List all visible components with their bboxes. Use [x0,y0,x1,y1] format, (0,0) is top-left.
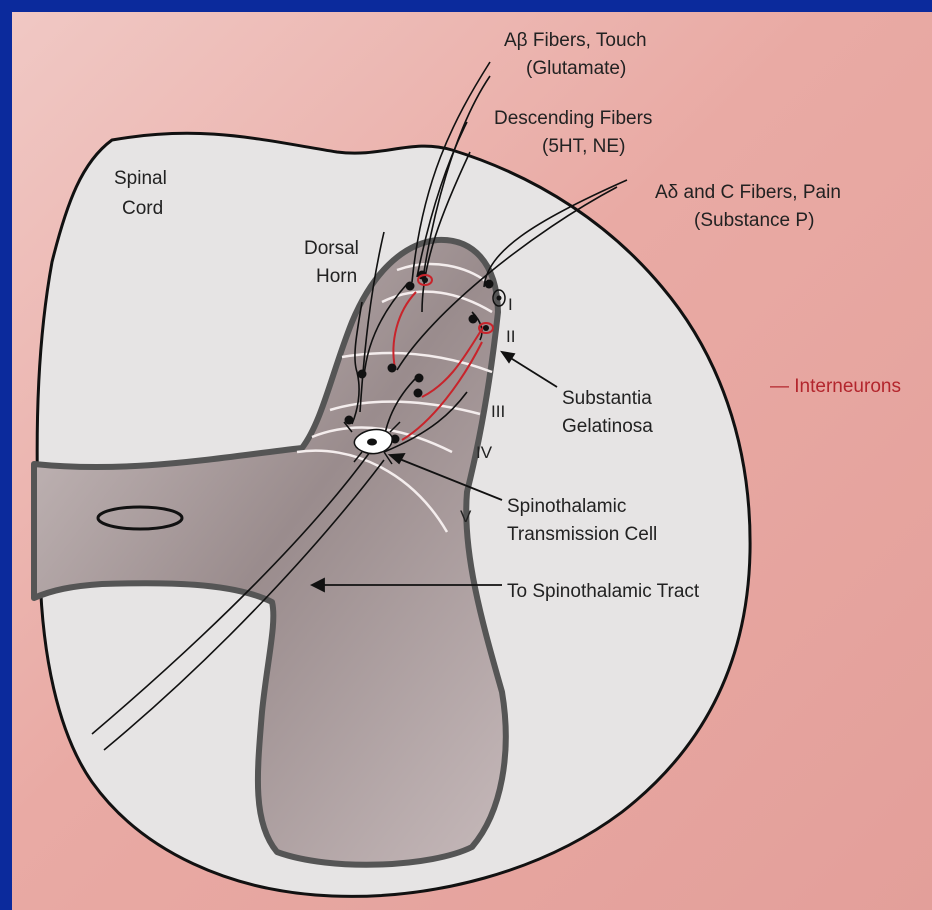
interneurons-legend: — Interneurons [770,376,901,397]
substance-p-label: (Substance P) [694,210,814,231]
lamina-3-label: III [491,402,505,421]
lamina-1-label: I [508,295,513,314]
spinal-cord-label-line2: Cord [122,198,163,219]
spinothalamic-cell-label-line2: Transmission Cell [507,524,657,545]
abeta-fibers-label: Aβ Fibers, Touch [504,30,647,51]
spinothalamic-tract-label: To Spinothalamic Tract [507,581,700,602]
substantia-label-line1: Substantia [562,388,652,409]
descending-fibers-label: Descending Fibers [494,108,652,129]
dorsal-horn-label-line2: Horn [316,266,357,287]
adelta-c-fibers-label: Aδ and C Fibers, Pain [655,182,841,203]
dorsal-horn-label-line1: Dorsal [304,238,359,259]
lamina-4-label: IV [476,443,493,462]
lamina-5-label: V [460,507,472,526]
substantia-label-line2: Gelatinosa [562,416,653,437]
abeta-glutamate-label: (Glutamate) [526,58,626,79]
diagram-panel: I II III IV V Aβ Fibers, Touch (Glutamat… [12,12,932,910]
descending-neurotransmitters-label: (5HT, NE) [542,136,625,157]
lamina-2-label: II [506,327,515,346]
spinothalamic-cell-label-line1: Spinothalamic [507,496,626,517]
spinal-cord-diagram: I II III IV V Aβ Fibers, Touch (Glutamat… [12,12,932,910]
spinal-cord-label-line1: Spinal [114,168,167,189]
